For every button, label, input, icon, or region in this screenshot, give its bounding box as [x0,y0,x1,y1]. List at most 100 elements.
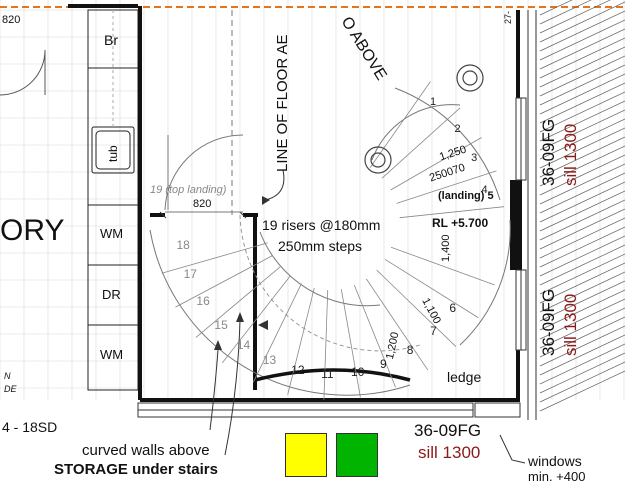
hatch-line [539,244,625,286]
hatch-line [539,154,625,196]
tread-line [366,278,429,371]
hatch-line [539,118,625,160]
handrail-scrolls [364,64,484,174]
floor-above-label: LINE OF FLOOR AE [274,34,291,172]
hatch-line [539,37,625,79]
rl-level-label: RL +5.700 [432,216,489,230]
tread-line [175,255,273,308]
green-swatch [336,433,378,477]
hatch-line [539,343,625,385]
hatch-line [539,91,625,133]
tread-line [381,107,461,179]
windows-note: windows [528,453,582,469]
hatch-line [539,262,625,304]
sliding-door-label: 4 - 18SD [2,419,58,435]
tread-number: 3 [471,151,478,164]
hatch-line [539,208,625,250]
door-swing-left [0,49,46,96]
hatch-line [539,352,625,394]
hatch-line [539,298,625,340]
door-width-820: 820 [193,198,212,210]
hatch-line [539,271,625,313]
hatch-line [539,82,625,124]
yellow-swatch [285,433,327,477]
hatch-line [539,325,625,367]
tread-line [287,287,315,395]
hatch-line [539,199,625,241]
tread-number: 9 [379,356,387,371]
window-mid-code: 36-09FG [539,288,558,356]
room-name-fragment: ORY [0,214,65,247]
tread-number: 13 [262,353,277,368]
min-note: min. +400 [528,469,586,484]
tread-number: 4 [481,183,488,196]
risers-label: 19 risers @180mm [262,217,381,233]
dim-820-top: 820 [2,14,21,26]
leader-lines [209,169,526,464]
tread-line [353,285,396,388]
stair-tread-lines [161,81,505,400]
background-grid [0,0,625,400]
hatch-line [539,46,625,88]
text-fragment-de: DE [4,384,17,394]
tread-number: 7 [430,323,437,338]
storage-label: STORAGE under stairs [54,461,218,478]
tread-line [390,246,495,286]
ledge-label: ledge [447,369,482,385]
dim-1400: 1,400 [440,234,452,262]
curved-walls-label: curved walls above [82,442,210,459]
tread-line [323,289,329,400]
spiral-stair [149,87,511,396]
tread-number: 18 [176,237,190,252]
window-mid-sill: sill 1300 [561,293,580,356]
tread-line [221,275,291,364]
wall-pier [510,180,522,270]
dim-27: 27- [503,10,513,24]
tread-number: 6 [449,300,457,315]
hatch-line [539,217,625,259]
tread-line [161,242,268,274]
tread-line [376,269,457,347]
hatch-line [539,190,625,232]
tread-number: 15 [214,318,228,333]
door-swing-landing [164,134,244,211]
landing-label: (landing) 5 [438,190,494,202]
tread-line [399,206,505,219]
tread-number: 1 [429,96,437,109]
hatch-line [539,226,625,268]
tread-number: 8 [406,342,414,357]
tread-line [396,170,497,204]
hatch-line [539,64,625,106]
tread-line [369,81,431,168]
tread-line [252,283,302,383]
arrowheads [214,196,270,350]
hatch-line [539,253,625,295]
hatch-line [539,73,625,115]
wall-hatching [539,0,625,412]
right-exterior-wall [527,10,537,420]
hatch-line [539,145,625,187]
tread-number: 12 [291,363,305,378]
cabinet-strip [87,9,139,391]
washing-machine-upper: WM [100,226,124,241]
window-bottom-code: 36-09FG [414,421,482,440]
hatch-line [539,55,625,97]
washing-machine-lower: WM [100,347,124,362]
top-landing-label: 19 (top landing) [150,184,227,196]
tread-line [390,137,482,191]
tread-number: 14 [236,338,251,353]
tread-number: 16 [196,294,210,309]
hatch-line [539,235,625,277]
dryer-label: DR [102,287,121,302]
hatch-line [539,361,625,403]
hatch-line [539,181,625,223]
hatch-line [539,316,625,358]
hatch-line [539,100,625,142]
hatch-line [539,370,625,412]
hatch-line [539,136,625,178]
hatch-line [539,334,625,376]
tread-line [195,266,281,338]
bathroom-label: Br [104,32,118,48]
window-frames [137,97,527,418]
